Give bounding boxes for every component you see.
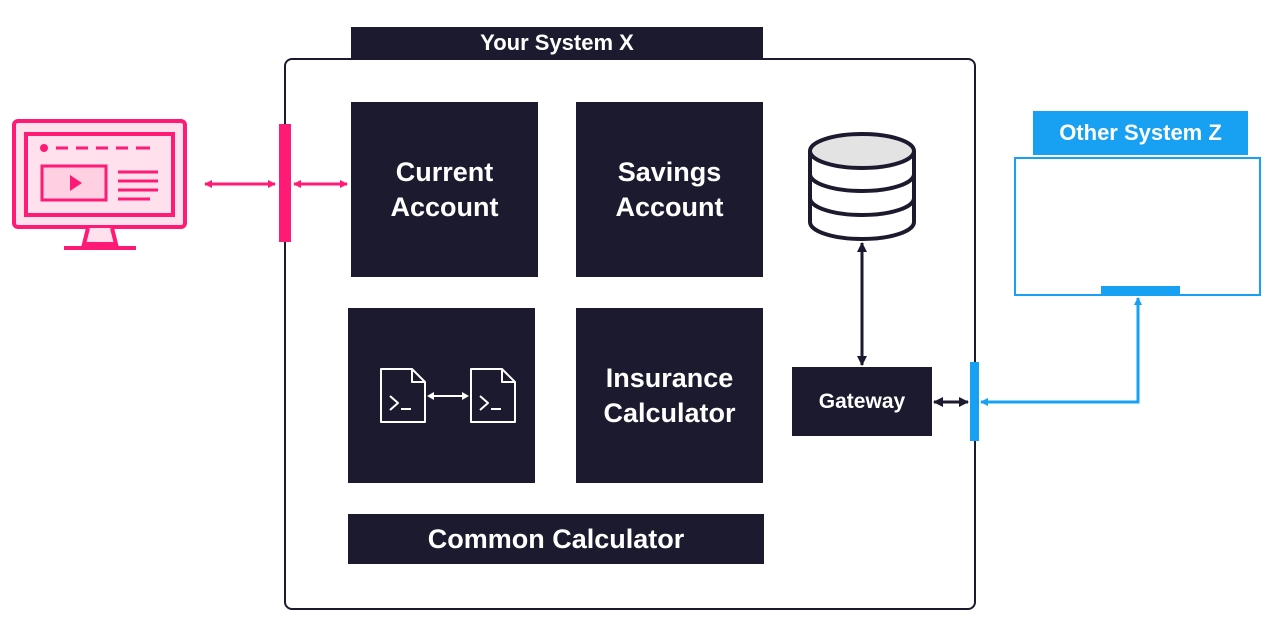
- client-entry-port: [279, 124, 291, 242]
- monitor-icon: [12, 119, 187, 250]
- gateway-box: Gateway: [792, 367, 932, 436]
- system-x-title: Your System X: [351, 27, 763, 59]
- script-file-icon: [380, 368, 426, 423]
- current-account-box: Current Account: [351, 102, 538, 277]
- script-exchange-box: [348, 308, 535, 483]
- script-file-icon: [470, 368, 516, 423]
- common-calculator-box: Common Calculator: [348, 514, 764, 564]
- other-system-port: [1101, 286, 1180, 296]
- script-exchange-icons: [380, 368, 516, 423]
- external-connector-arrow: [980, 297, 1142, 406]
- savings-account-box: Savings Account: [576, 102, 763, 277]
- insurance-calculator-box: Insurance Calculator: [576, 308, 763, 483]
- other-system-container: [1014, 157, 1261, 296]
- double-arrow-icon: [427, 392, 469, 400]
- other-system-title: Other System Z: [1033, 111, 1248, 155]
- external-entry-port: [970, 362, 979, 441]
- database-icon: [808, 132, 916, 241]
